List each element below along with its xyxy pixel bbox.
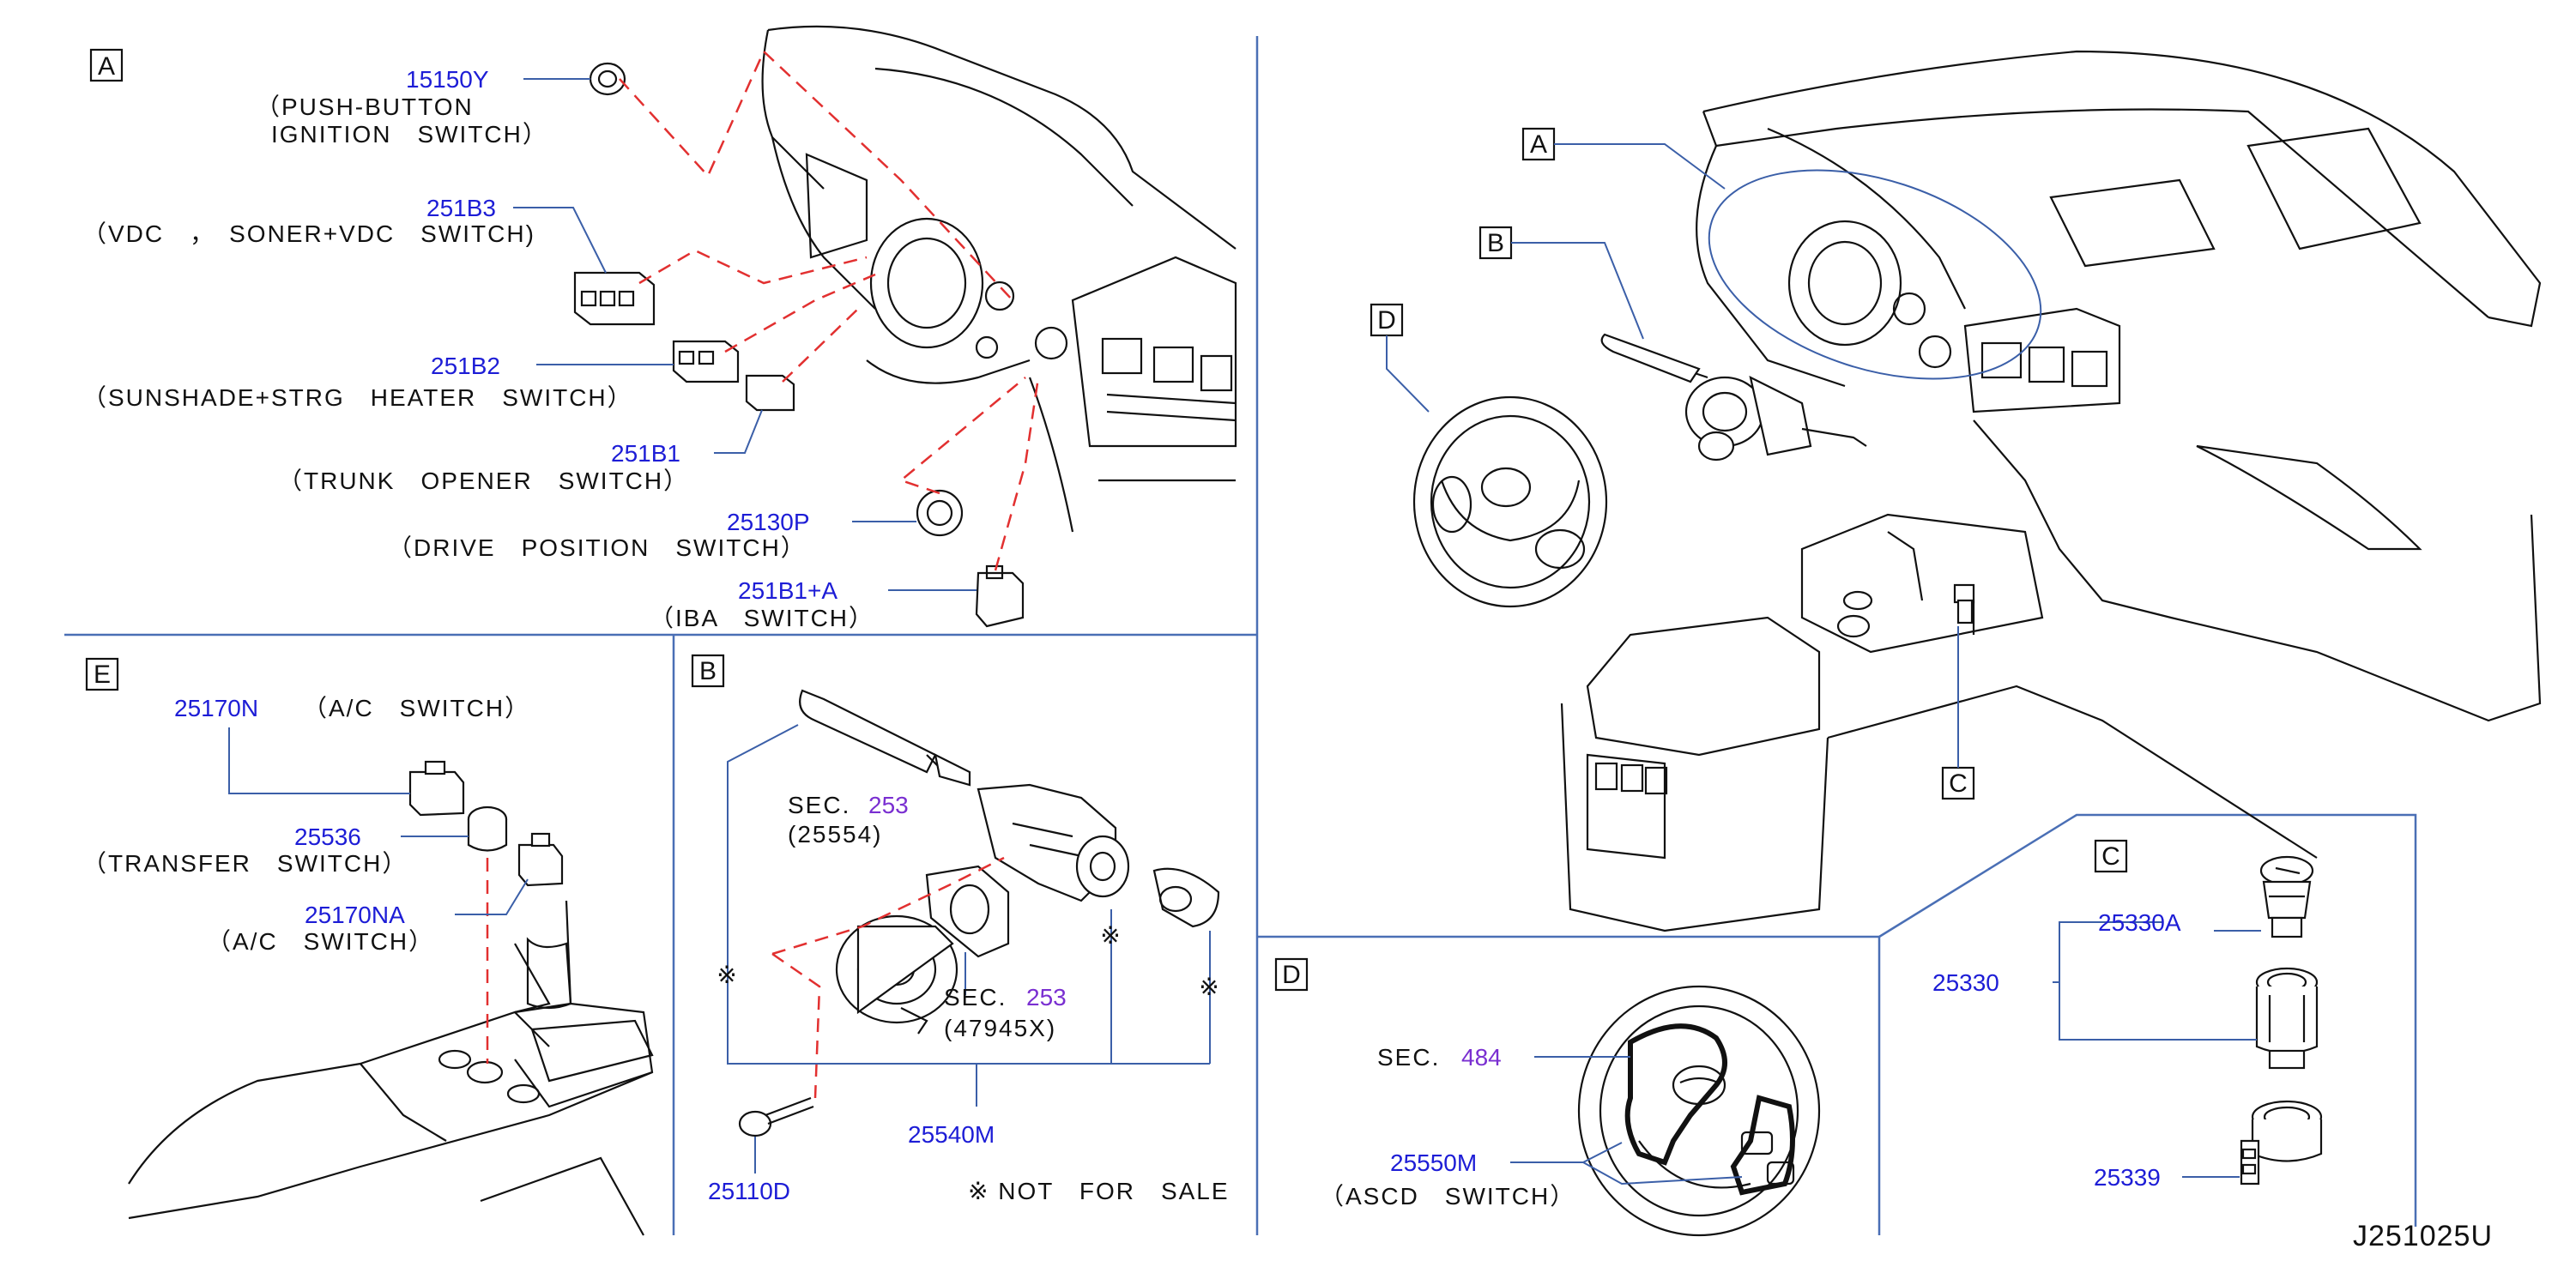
vehicle-overview: A B D C [1370, 50, 2542, 932]
section-a: A [82, 25, 1237, 631]
section-a-box [89, 48, 124, 82]
description-ascd-switch: （ASCD SWITCH） [1320, 1183, 1575, 1210]
callouts-c: 25330 25330A 25339 [1932, 909, 2261, 1191]
overview-dashboard-drawing [1560, 50, 2542, 932]
section-e: E [82, 657, 654, 1236]
section-c-label: C [2101, 842, 2120, 871]
power-outlet-drawing [2240, 855, 2323, 1186]
part-number-25339: 25339 [2094, 1164, 2161, 1191]
switch-dual-icon [672, 340, 740, 383]
part-number-251b1a: 251B1+A [738, 577, 838, 604]
not-for-sale-mark-2: ※ [1100, 922, 1122, 949]
sec-reference-47945x: (47945X) [944, 1015, 1056, 1041]
section-a-label: A [98, 52, 115, 81]
overview-label-c: C [1949, 769, 1968, 798]
section-c-box [2094, 839, 2128, 873]
transfer-switch-icon [467, 805, 508, 852]
description-ac-switch-2: （A/C SWITCH） [207, 928, 434, 955]
combination-switch-drawing [799, 689, 1220, 1035]
section-d-box [1274, 957, 1309, 992]
section-a-highlight-ellipse [1708, 169, 2042, 380]
section-b-box [691, 654, 725, 688]
part-icons-e [408, 760, 564, 887]
section-e-box [85, 657, 119, 691]
description-ignition-switch: IGNITION SWITCH） [271, 121, 548, 148]
description-trunk-switch: （TRUNK OPENER SWITCH） [278, 468, 689, 494]
description-drive-position-switch: （DRIVE POSITION SWITCH） [388, 534, 807, 561]
sec-number-253-lower: 253 [1026, 984, 1067, 1011]
part-icons-a [573, 62, 1025, 628]
overview-label-d: D [1377, 306, 1396, 335]
sec-prefix-d: SEC. [1377, 1044, 1440, 1071]
part-number-25550m: 25550M [1390, 1149, 1477, 1176]
dashboard-closeup-drawing [761, 25, 1237, 533]
part-number-251b2: 251B2 [431, 353, 500, 379]
callouts-b: ※ ※ ※ SEC. 253 (25554) SEC. 253 (47945X)… [708, 724, 1230, 1204]
trunk-switch-icon [745, 374, 795, 412]
part-number-25330: 25330 [1932, 969, 1999, 996]
dashed-leaders-a [619, 49, 1040, 571]
sec-reference-25554: (25554) [788, 821, 883, 848]
callouts-d: SEC. 484 25550M （ASCD SWITCH） [1320, 1044, 1743, 1210]
sec-number-484: 484 [1461, 1044, 1502, 1071]
callouts-a: 15150Y （PUSH-BUTTON IGNITION SWITCH） 251… [82, 66, 977, 631]
part-number-15150y: 15150Y [406, 66, 489, 93]
description-transfer-switch: （TRANSFER SWITCH） [82, 850, 408, 877]
dashed-leaders-b [771, 856, 1005, 1099]
drive-position-switch-icon [916, 489, 964, 537]
description-sunshade-switch: （SUNSHADE+STRG HEATER SWITCH） [82, 384, 633, 411]
not-for-sale-note: ※ NOT FOR SALE [968, 1178, 1230, 1204]
combination-switch-overview-drawing [1600, 333, 1867, 462]
part-number-25110d: 25110D [708, 1178, 790, 1204]
part-number-25170n: 25170N [174, 695, 258, 721]
section-d: D SEC. 484 25550M （ASCD SWITCH） [1274, 957, 1821, 1237]
part-number-25330a: 25330A [2098, 909, 2181, 936]
ac-switch-icon [408, 760, 465, 817]
overview-label-a: A [1530, 130, 1547, 159]
sec-number-253-upper: 253 [868, 792, 909, 818]
overview-box-c [1941, 766, 1975, 800]
part-number-251b3: 251B3 [426, 195, 496, 221]
callouts-e: 25170N （A/C SWITCH） 25536 （TRANSFER SWIT… [82, 695, 530, 955]
section-b: B [691, 654, 1230, 1204]
description-push-button: （PUSH-BUTTON [256, 94, 474, 120]
section-e-label: E [94, 661, 111, 689]
overview-label-b: B [1487, 229, 1504, 257]
overview-box-b [1478, 226, 1513, 260]
description-iba-switch: （IBA SWITCH） [650, 605, 874, 631]
description-ac-switch: （A/C SWITCH） [303, 695, 530, 721]
steering-wheel-drawing [1577, 985, 1821, 1237]
shifter-overview-drawing [1953, 583, 1975, 635]
sec-prefix-2: SEC. [944, 984, 1007, 1011]
ac-switch-2-icon [517, 832, 564, 887]
panel-dividers [64, 36, 2417, 1235]
part-number-25130p: 25130P [727, 509, 810, 535]
not-for-sale-mark-3: ※ [1199, 974, 1220, 1000]
part-number-25540m: 25540M [908, 1121, 995, 1148]
description-vdc-switch: （VDC ， SONER+VDC SWITCH) [82, 220, 535, 247]
center-console-drawing [128, 900, 654, 1236]
section-b-label: B [699, 657, 717, 685]
diagram-code: J251025U [2353, 1220, 2493, 1252]
part-number-25170na: 25170NA [305, 902, 405, 928]
sec-prefix-1: SEC. [788, 792, 850, 818]
part-number-25536: 25536 [294, 824, 361, 850]
section-d-label: D [1282, 961, 1301, 989]
not-for-sale-mark-1: ※ [717, 962, 738, 988]
bolt-icon [738, 1096, 814, 1137]
switch-block-icon [573, 271, 656, 326]
section-c: C 25330 25330A [1932, 839, 2323, 1191]
steering-wheel-overview-drawing [1412, 395, 1608, 608]
iba-switch-icon [975, 564, 1025, 628]
part-number-251b1: 251B1 [611, 440, 680, 467]
